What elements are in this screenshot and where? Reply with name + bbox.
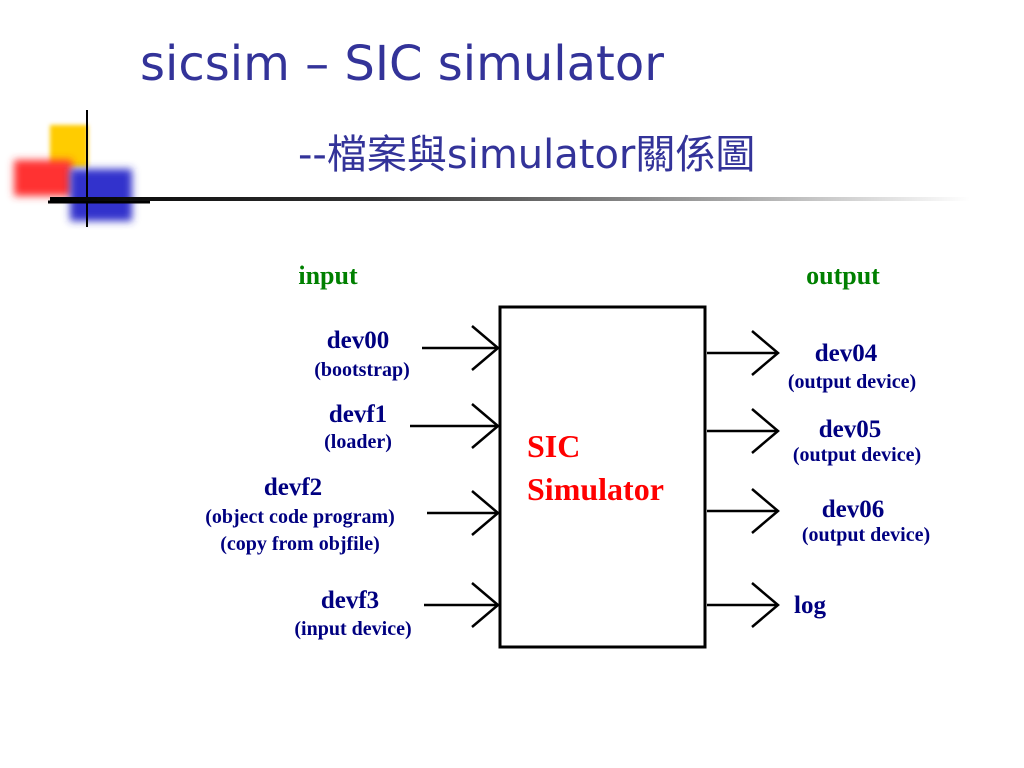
- input-devf1-label: devf1: [329, 401, 387, 428]
- title-underline: [50, 197, 970, 201]
- simulator-box-line1: SIC: [527, 428, 580, 464]
- output-dev05-desc: (output device): [793, 444, 921, 466]
- output-dev04-arrow-icon: [707, 330, 780, 376]
- input-devf1-desc: (loader): [324, 431, 392, 453]
- simulator-box: [498, 305, 707, 649]
- output-log-label: log: [794, 592, 826, 619]
- simulator-box-line2: Simulator: [527, 471, 664, 507]
- output-dev05-arrow-icon: [707, 408, 780, 454]
- input-heading: input: [298, 261, 358, 290]
- slide-subtitle: --檔案與simulator關係圖: [298, 132, 756, 178]
- input-dev00-arrow-icon: [422, 325, 500, 371]
- output-dev06-label: dev06: [822, 496, 885, 523]
- input-devf1-arrow-icon: [410, 403, 500, 449]
- input-devf3-desc: (input device): [294, 618, 411, 640]
- logo-blue-square: [70, 169, 132, 221]
- output-dev05-label: dev05: [819, 416, 882, 443]
- logo-red-square: [14, 160, 72, 196]
- input-dev00-label: dev00: [327, 327, 390, 354]
- slide-logo-icon: [14, 110, 150, 227]
- input-dev00-desc: (bootstrap): [314, 359, 410, 381]
- input-devf2-label: devf2: [264, 474, 322, 501]
- input-devf3-label: devf3: [321, 587, 379, 614]
- output-dev06-desc: (output device): [802, 524, 930, 546]
- simulator-file-diagram: input output SIC Simulator dev00 (bootst…: [205, 261, 930, 649]
- slide-title: sicsim – SIC simulator: [140, 36, 664, 92]
- input-devf2-desc2: (copy from objfile): [220, 533, 380, 555]
- input-devf3-arrow-icon: [424, 582, 500, 628]
- input-devf2-desc: (object code program): [205, 506, 395, 528]
- output-dev04-desc: (output device): [788, 371, 916, 393]
- output-heading: output: [806, 261, 880, 290]
- input-devf2-arrow-icon: [427, 490, 500, 536]
- output-dev04-label: dev04: [815, 340, 878, 367]
- output-log-arrow-icon: [707, 582, 780, 628]
- output-dev06-arrow-icon: [707, 488, 780, 534]
